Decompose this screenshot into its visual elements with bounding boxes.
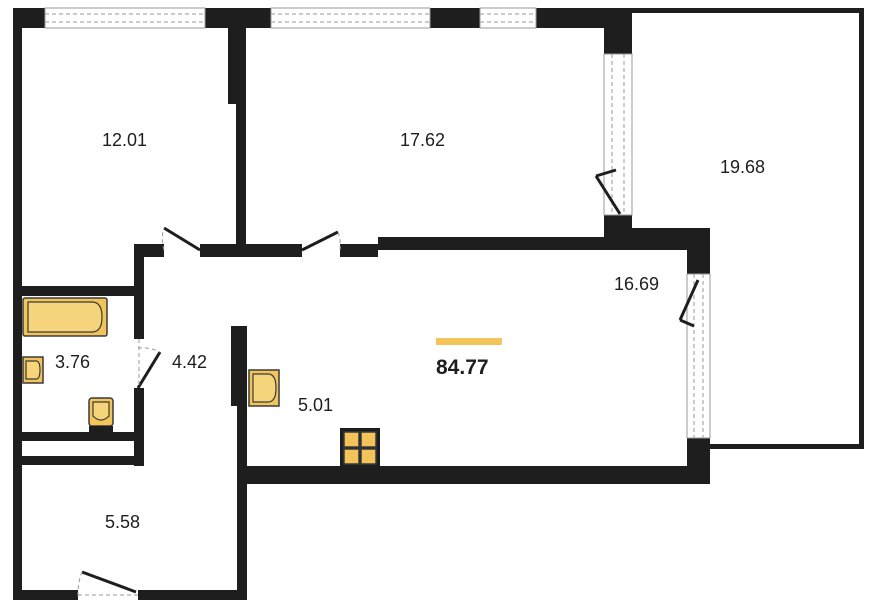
room-area-kitchen-living: 16.69: [614, 274, 659, 294]
room-area-bedroom-left: 12.01: [102, 130, 147, 150]
total-area-value: 84.77: [436, 356, 489, 379]
stove-icon: [340, 428, 380, 468]
room-area-kitchen: 5.01: [298, 395, 333, 415]
total-area-bar: [436, 338, 502, 345]
room-area-bathroom: 3.76: [55, 352, 90, 372]
bathtub-icon: [22, 297, 108, 337]
doors: [77, 168, 700, 597]
walls: [13, 8, 710, 600]
room-area-bedroom-middle: 17.62: [400, 130, 445, 150]
room-area-loggia: 19.68: [720, 157, 765, 177]
room-area-corridor: 4.42: [172, 352, 207, 372]
bathroom-sink-icon: [22, 356, 44, 384]
windows: [44, 7, 711, 439]
kitchen-sink-icon: [248, 369, 280, 407]
toilet-icon: [88, 397, 114, 438]
room-area-hallway: 5.58: [105, 512, 140, 532]
